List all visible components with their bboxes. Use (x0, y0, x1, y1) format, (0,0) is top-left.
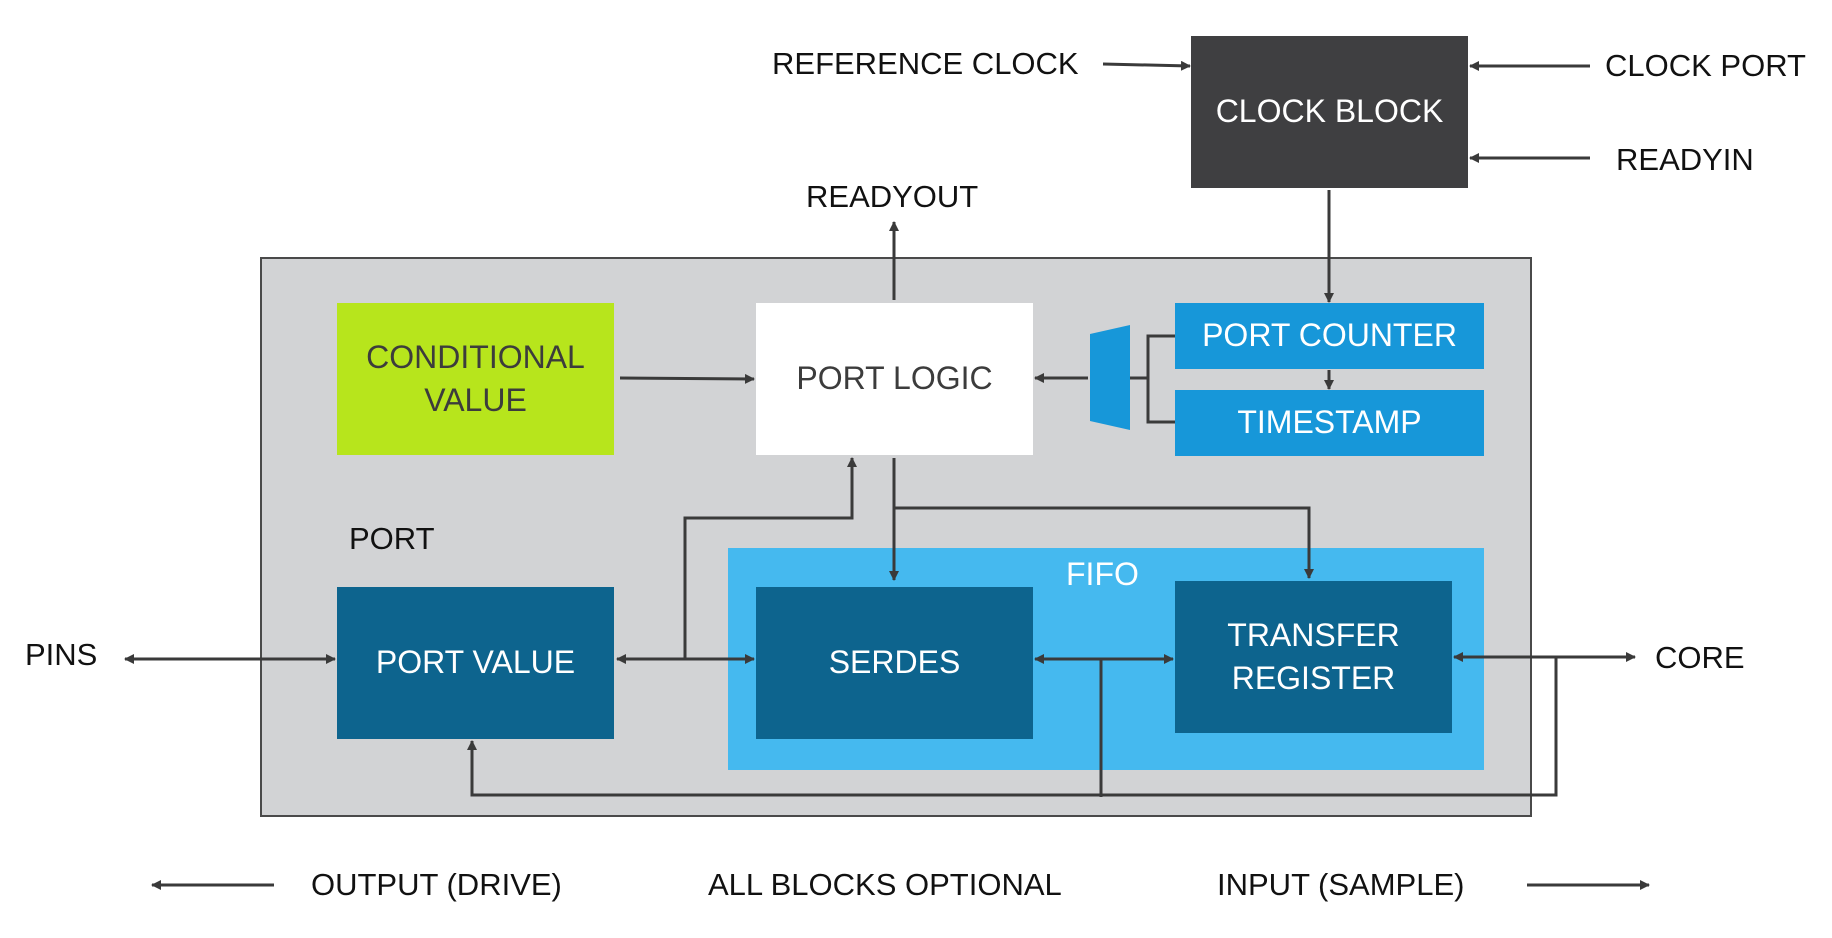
port-value-label: PORT VALUE (375, 644, 576, 681)
port-logic-label: PORT LOGIC (796, 360, 993, 397)
legend-input-label: INPUT (SAMPLE) (1217, 867, 1465, 902)
clock-block: CLOCK BLOCK (1191, 36, 1468, 188)
portvalue-to-logic-arrow (683, 457, 857, 659)
transfer-register-label-line2: REGISTER (1231, 660, 1396, 696)
clock-port-label: CLOCK PORT (1605, 48, 1806, 83)
port-counter-label: PORT COUNTER (1202, 317, 1457, 354)
conditional-value-label-line1: CONDITIONAL (366, 338, 585, 375)
reference-clock-arrow (1102, 60, 1191, 71)
serdes-block: SERDES (756, 587, 1033, 739)
logic-to-transfer-arrow (894, 506, 1314, 579)
feedback-to-port-value-arrow (467, 657, 1558, 797)
serdes-label: SERDES (828, 644, 961, 681)
readyout-label: READYOUT (806, 179, 979, 214)
legend-output-label: OUTPUT (DRIVE) (311, 867, 562, 902)
port-counter-block: PORT COUNTER (1175, 303, 1484, 369)
port-logic-block: PORT LOGIC (756, 303, 1033, 455)
timestamp-block: TIMESTAMP (1175, 390, 1484, 456)
timestamp-mux-inputs (1146, 334, 1175, 424)
transfer-register-block: TRANSFER REGISTER (1175, 581, 1452, 733)
conditional-value-label-line2: VALUE (424, 382, 527, 418)
timestamp-mux-shape (1090, 325, 1130, 430)
conditional-to-logic-arrow (619, 373, 755, 384)
pins-label: PINS (25, 637, 98, 672)
port-label: PORT (349, 521, 435, 556)
core-label: CORE (1655, 640, 1745, 675)
timestamp-label: TIMESTAMP (1237, 404, 1422, 441)
fifo-label: FIFO (1066, 556, 1139, 592)
transfer-register-label-line1: TRANSFER (1227, 616, 1400, 653)
port-value-block: PORT VALUE (337, 587, 614, 739)
clock-block-label: CLOCK BLOCK (1215, 93, 1444, 130)
readyin-label: READYIN (1616, 142, 1754, 177)
conditional-value-block: CONDITIONAL VALUE (337, 303, 614, 455)
legend-all-optional-label: ALL BLOCKS OPTIONAL (708, 867, 1062, 902)
reference-clock-label: REFERENCE CLOCK (772, 46, 1079, 81)
